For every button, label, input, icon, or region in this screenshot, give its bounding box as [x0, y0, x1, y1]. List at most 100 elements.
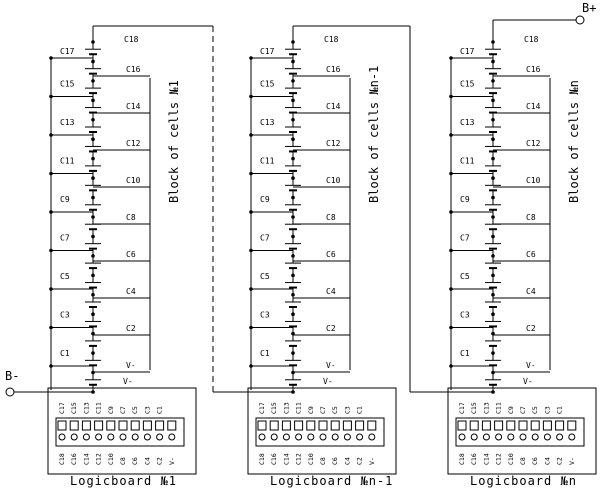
- pin-label-bottom: C6: [331, 457, 339, 465]
- pin-label-bottom: C2: [556, 457, 564, 465]
- bus-node: [449, 133, 453, 137]
- pin-label-bottom: C10: [107, 453, 115, 465]
- connector-pin-hole: [156, 433, 164, 441]
- cell-node: [491, 137, 495, 142]
- pin-label-top: C3: [143, 406, 151, 414]
- cell-node: [91, 351, 95, 355]
- pin-label-top: C1: [356, 406, 364, 414]
- connector-pin-hole: [495, 433, 503, 441]
- connector-pin-hole: [368, 433, 376, 441]
- connector-pin-hole: [307, 433, 315, 441]
- cell-node: [491, 312, 495, 317]
- pin-label-bottom: C4: [343, 457, 351, 465]
- pin-label-bottom: C10: [307, 453, 315, 465]
- pin-label-top: C13: [482, 402, 490, 414]
- logicboard-connector: [255, 417, 385, 447]
- connector-pin: [457, 420, 467, 431]
- pin-label-bottom: C6: [531, 457, 539, 465]
- cell-label-c3: C3: [60, 311, 70, 320]
- pin-label-bottom: V-: [568, 457, 576, 465]
- bus-node: [449, 94, 453, 99]
- cell-label-c2: C2: [326, 324, 336, 333]
- connector-pin-hole: [519, 433, 527, 441]
- pin-label-top: C17: [258, 402, 266, 414]
- pin-label-bottom: C16: [270, 453, 278, 465]
- connector-pin-hole: [70, 433, 78, 441]
- pin-label-bottom: C12: [495, 453, 503, 465]
- cell-node: [91, 117, 95, 122]
- bus-node: [249, 210, 253, 214]
- pin-label-top: C15: [270, 402, 278, 414]
- cell-label-c10: C10: [526, 176, 541, 185]
- connector-pin-hole: [458, 433, 466, 441]
- pin-label-bottom: C18: [458, 453, 466, 465]
- connector-pin: [342, 420, 352, 431]
- block-title: Block of cells №n-1: [367, 66, 381, 203]
- pin-label-top: C15: [470, 402, 478, 414]
- cell-label-c11: C11: [60, 157, 75, 166]
- v-minus-label: V-: [523, 377, 533, 386]
- negative-terminal-label: B-: [5, 369, 19, 383]
- pin-label-bottom: C12: [95, 453, 103, 465]
- bus-node: [249, 287, 253, 291]
- bus-node: [249, 171, 253, 176]
- pin-label-bottom: C8: [319, 457, 327, 465]
- logicboard-label: Logicboard №1: [70, 474, 177, 488]
- pin-label-bottom: C16: [470, 453, 478, 465]
- connector-pin: [330, 420, 340, 431]
- pin-label-top: C7: [119, 406, 127, 414]
- connector-pin-hole: [531, 433, 539, 441]
- bus-node: [49, 171, 53, 176]
- logicboard-frame: [447, 387, 597, 475]
- bus-node: [49, 210, 53, 214]
- pin-label-top: C1: [156, 406, 164, 414]
- cell-label-c12: C12: [126, 139, 141, 148]
- cell-label-c2: C2: [126, 324, 136, 333]
- connector-pin-hole: [470, 433, 478, 441]
- bus-node: [249, 248, 253, 253]
- cell-label-c3: C3: [460, 311, 470, 320]
- cell-node: [91, 292, 95, 297]
- cell-label-c11: C11: [460, 157, 475, 166]
- cell-node: [291, 351, 295, 355]
- cell-label-c4: C4: [126, 287, 136, 296]
- pin-label-bottom: C8: [119, 457, 127, 465]
- cell-node: [491, 98, 495, 103]
- cell-label-c18: C18: [124, 35, 139, 44]
- cell-label-c10: C10: [126, 176, 141, 185]
- cell-label-v-: V-: [526, 361, 536, 370]
- cell-label-c17: C17: [60, 47, 75, 56]
- cell-label-c12: C12: [326, 139, 341, 148]
- cell-label-c7: C7: [260, 234, 270, 243]
- pin-label-bottom: C14: [282, 453, 290, 465]
- bus-node: [449, 210, 453, 214]
- bus-node: [249, 133, 253, 137]
- pin-label-bottom: C8: [519, 457, 527, 465]
- cell-node: [91, 312, 95, 317]
- connector-pin: [518, 420, 528, 431]
- bus-node: [449, 56, 453, 60]
- cell-label-c3: C3: [260, 311, 270, 320]
- bus-node: [249, 325, 253, 330]
- pin-label-top: C9: [507, 406, 515, 414]
- cell-label-c16: C16: [526, 65, 541, 74]
- connector-pin-hole: [568, 433, 576, 441]
- inter-block-wiring: [92, 25, 493, 393]
- connector-pin: [367, 420, 377, 431]
- v-minus-label: V-: [323, 377, 333, 386]
- cell-label-c15: C15: [260, 80, 275, 89]
- pin-label-top: C11: [95, 402, 103, 414]
- cell-label-c11: C11: [260, 157, 275, 166]
- cell-node: [491, 254, 495, 258]
- cell-node: [91, 98, 95, 103]
- pin-label-bottom: C12: [295, 453, 303, 465]
- cell-node: [91, 215, 95, 219]
- cell-node: [291, 215, 295, 219]
- connector-pin-hole: [507, 433, 515, 441]
- cell-node: [491, 351, 495, 355]
- connector-pin-hole: [58, 433, 66, 441]
- bus-node: [49, 56, 53, 60]
- cell-label-c7: C7: [460, 234, 470, 243]
- cell-node: [91, 195, 95, 200]
- cell-node: [491, 79, 495, 83]
